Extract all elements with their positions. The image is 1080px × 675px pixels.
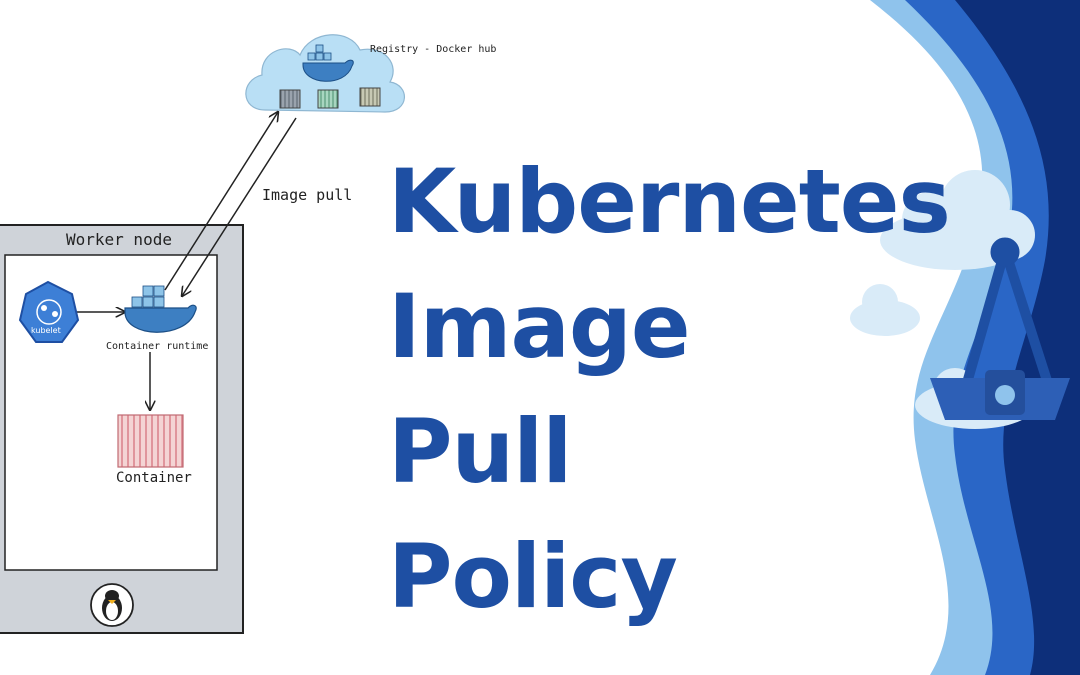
kubelet-label: kubelet [31, 326, 61, 335]
container-box [117, 414, 184, 468]
title-line-4: Policy [388, 525, 678, 628]
title-line-2: Image [388, 275, 690, 378]
container-label: Container [116, 470, 192, 486]
registry-label: Registry - Docker hub [370, 44, 497, 55]
docker-whale-icon [302, 44, 354, 82]
title-line-3: Pull [388, 400, 572, 503]
docker-whale-icon [124, 285, 197, 333]
container-runtime-label: Container runtime [106, 341, 209, 352]
linux-tux-icon [90, 583, 134, 627]
title-line-1: Kubernetes [388, 150, 951, 253]
registry-cloud [245, 34, 405, 113]
image-pull-label: Image pull [262, 186, 353, 204]
image-pull-arrows [75, 112, 297, 410]
worker-node-frame [0, 224, 244, 634]
ship-wheel-icon [930, 237, 1070, 420]
worker-node-label: Worker node [66, 230, 172, 249]
kubelet-icon [18, 280, 80, 343]
